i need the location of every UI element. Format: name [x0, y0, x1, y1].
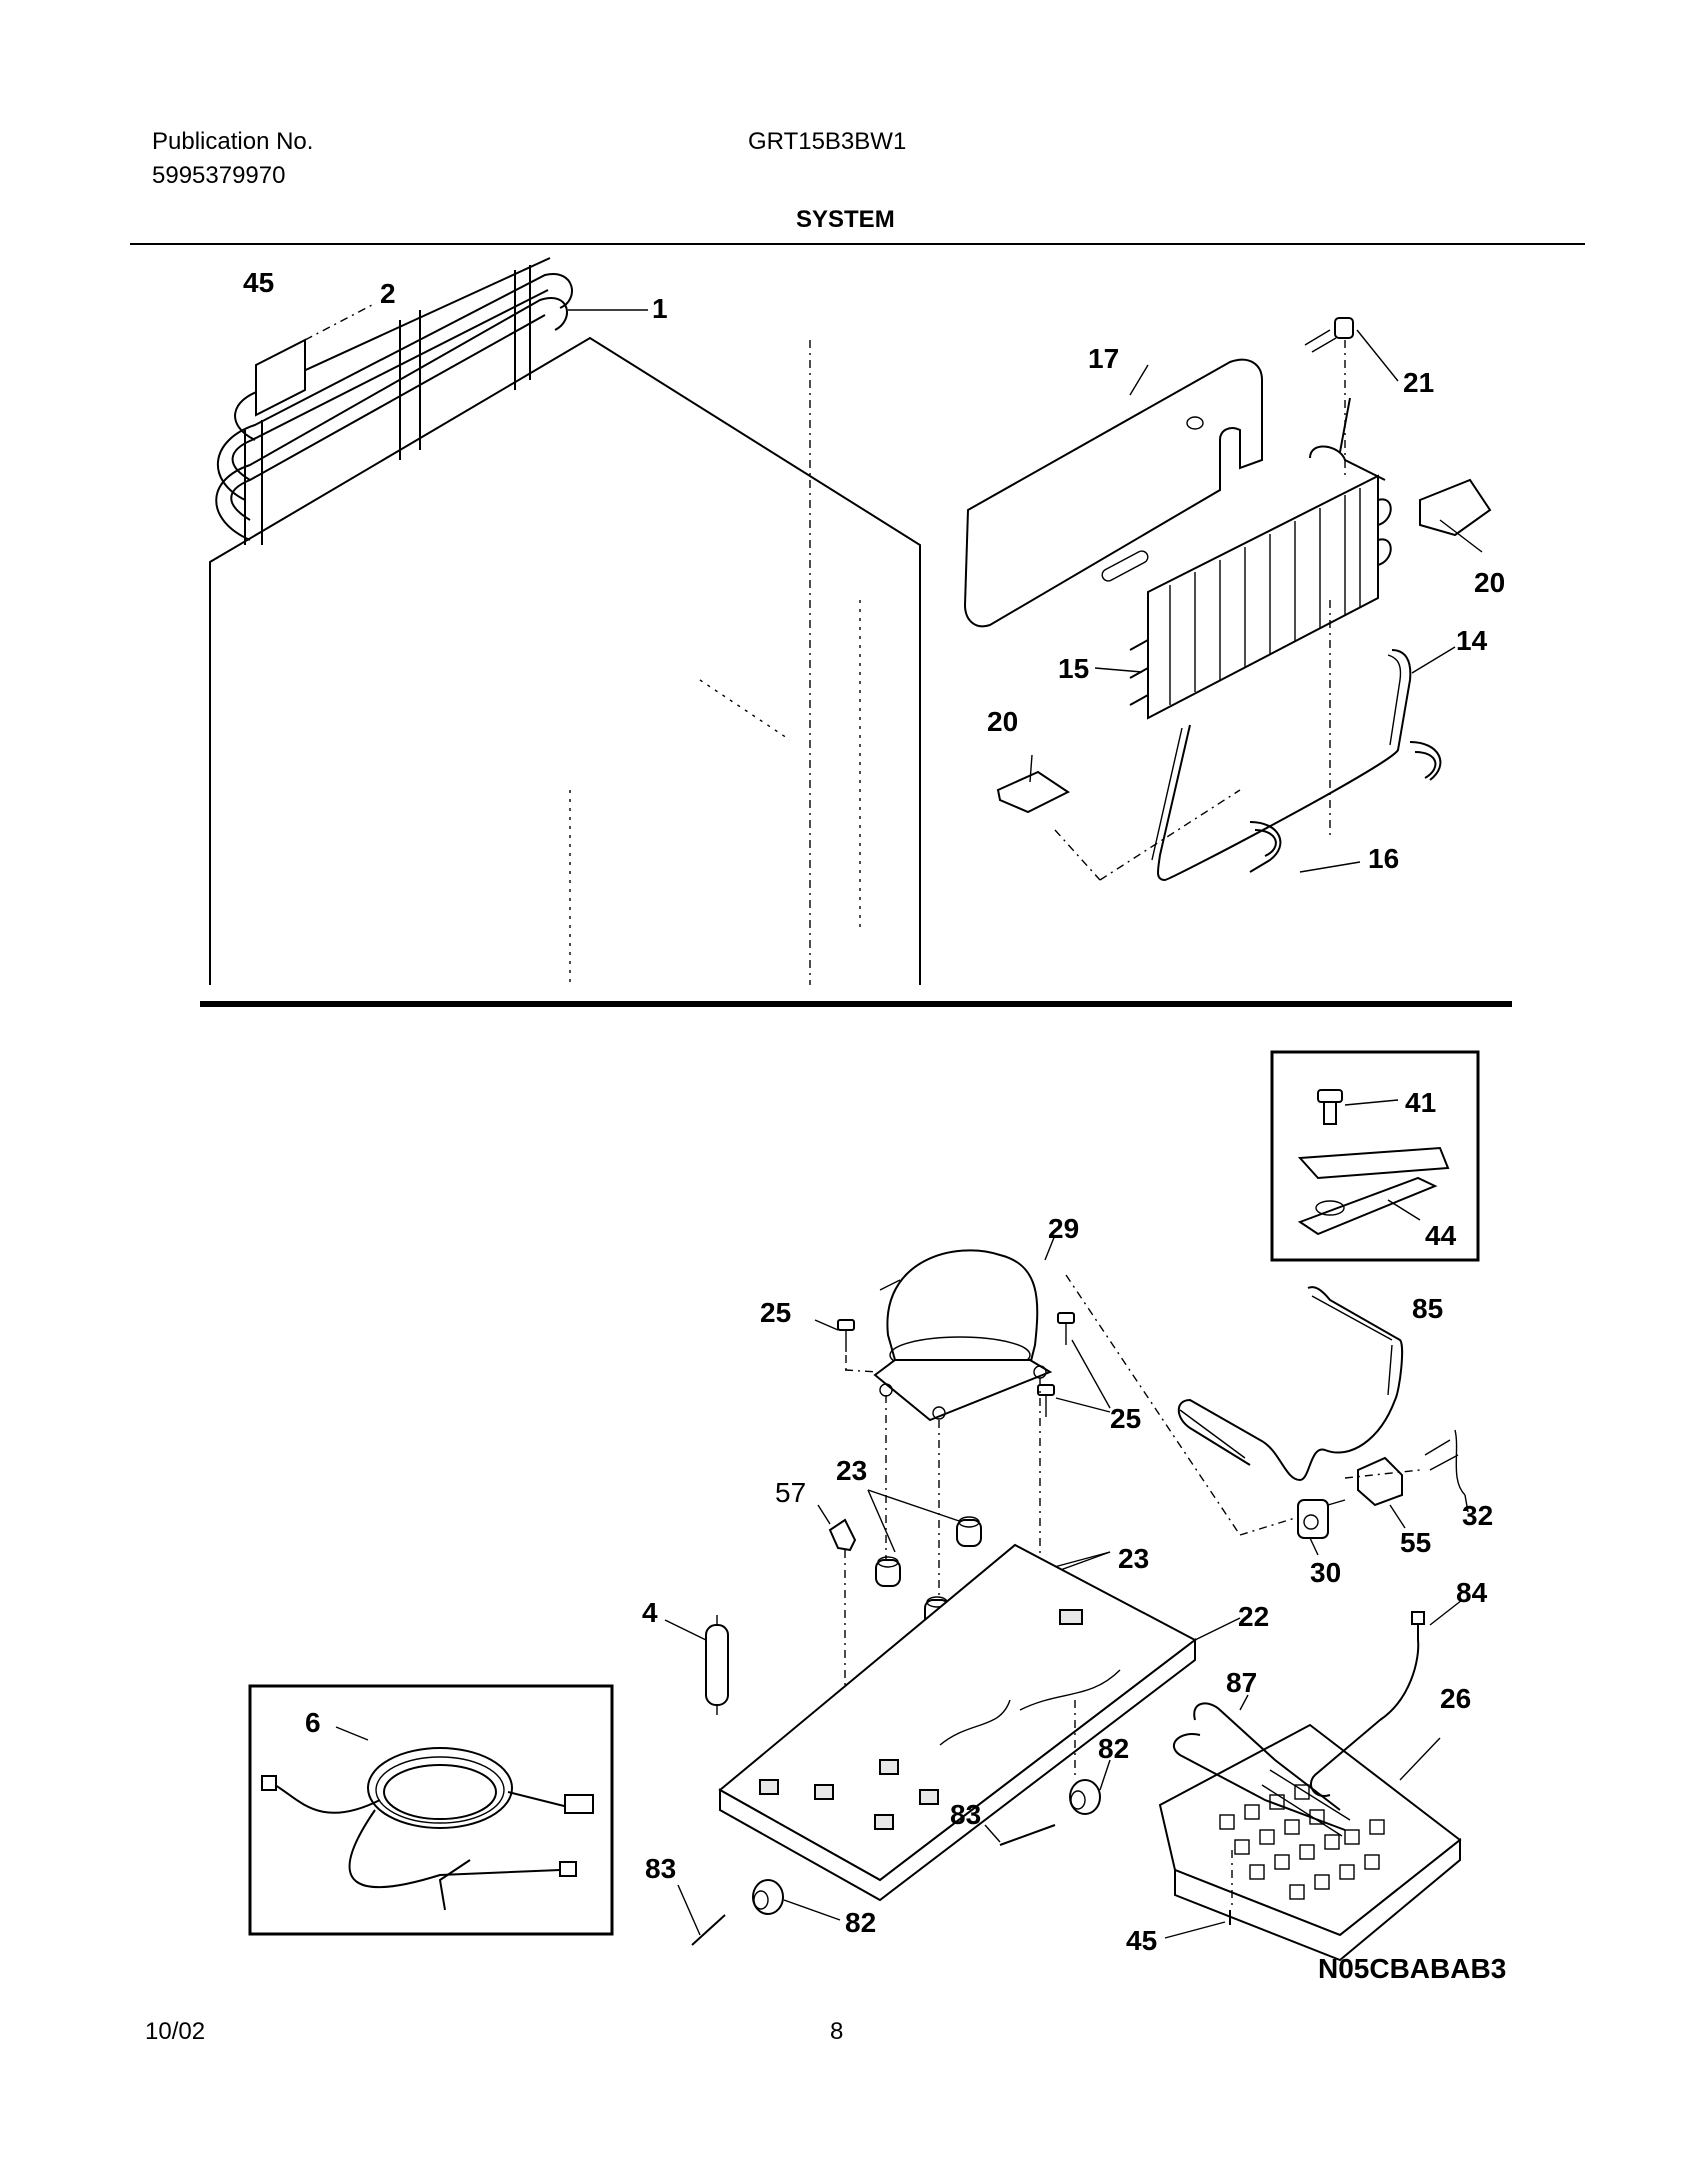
compressor-bolts: [837, 1312, 1075, 1417]
wire-32: [1424, 1429, 1469, 1513]
callout-55: 55: [1400, 1527, 1431, 1558]
leader-lines-top: [1029, 329, 1483, 873]
drain-pan-screw: [1164, 1850, 1233, 1939]
drain-pan: [1158, 1723, 1462, 1962]
callout-82-left: 82: [845, 1907, 876, 1938]
drain-tube-84: [1310, 1599, 1463, 1797]
callout-22: 22: [1238, 1601, 1269, 1632]
callout-30: 30: [1310, 1557, 1341, 1588]
page-number: 8: [830, 2018, 844, 2045]
callout-23-top: 23: [836, 1455, 867, 1486]
callout-20-right: 20: [1474, 567, 1505, 598]
mounting-bracket: [1297, 1146, 1450, 1236]
section-title: SYSTEM: [796, 206, 895, 233]
insulation-pad-right: [1419, 478, 1492, 537]
footer-date: 10/02: [145, 2018, 206, 2045]
callout-26: 26: [1440, 1683, 1471, 1714]
base-screw-right: [984, 1824, 1056, 1846]
leader-lines-compressor: [814, 1234, 1111, 1553]
callout-25-left: 25: [760, 1297, 791, 1328]
heater-clips: [1249, 741, 1442, 873]
thermistor-clip: [1304, 317, 1354, 353]
callout-41: 41: [1405, 1087, 1436, 1118]
callout-32: 32: [1462, 1500, 1493, 1531]
inset-box-power-cord: [248, 1684, 614, 1936]
drier: [664, 1615, 729, 1715]
callout-6: 6: [305, 1707, 321, 1738]
relay-55: [1357, 1456, 1406, 1529]
compressor: [873, 1249, 1053, 1422]
publication-label: Publication No.: [152, 128, 314, 155]
insulation-pad-left: [996, 770, 1070, 814]
callout-20-left: 20: [987, 706, 1018, 737]
callout-83-left: 83: [645, 1853, 676, 1884]
base-foot-left: [752, 1879, 841, 1921]
heater-rod: [1151, 649, 1412, 882]
insulation-pad-top: [255, 338, 306, 417]
evaporator-coil: [1129, 397, 1392, 720]
callout-87: 87: [1226, 1667, 1257, 1698]
callout-labels: 1 2 45 17 21 20 14 15 20 16 41 44 29 25 …: [243, 267, 1505, 1956]
condenser-tube-87: [1172, 1694, 1351, 1837]
callout-14: 14: [1456, 625, 1488, 656]
diagram-code: N05CBABAB3: [1318, 1953, 1507, 1984]
callout-23-right: 23: [1118, 1543, 1149, 1574]
callout-29: 29: [1048, 1213, 1079, 1244]
evaporator-cover: [963, 358, 1263, 628]
callout-15: 15: [1058, 653, 1089, 684]
model-number: GRT15B3BW1: [748, 128, 907, 155]
clip-57: [817, 1504, 857, 1552]
callout-82-right: 82: [1098, 1733, 1129, 1764]
callout-45-bottom: 45: [1126, 1925, 1157, 1956]
condenser-coil: [215, 257, 573, 545]
compressor-base-plate: [718, 1543, 1241, 1902]
cabinet-illustration: [209, 336, 921, 985]
callout-44: 44: [1425, 1220, 1457, 1251]
callout-4: 4: [642, 1597, 658, 1628]
callout-84: 84: [1456, 1577, 1488, 1608]
tube-85: [1177, 1286, 1404, 1482]
callout-57: 57: [775, 1477, 806, 1508]
inset-box-bracket: [1270, 1050, 1480, 1262]
base-screw-left: [677, 1884, 726, 1946]
callout-1: 1: [652, 293, 668, 324]
callout-2: 2: [380, 278, 396, 309]
callout-21: 21: [1403, 367, 1434, 398]
callout-16: 16: [1368, 843, 1399, 874]
publication-number: 5995379970: [152, 162, 286, 189]
callout-25-right: 25: [1110, 1403, 1141, 1434]
callout-83-right: 83: [950, 1799, 981, 1830]
bracket-bolt: [1317, 1089, 1399, 1125]
callout-17: 17: [1088, 343, 1119, 374]
power-cord: [261, 1747, 594, 1911]
overload-protector: [1297, 1499, 1346, 1556]
base-foot-right: [1069, 1759, 1111, 1815]
callout-45-top: 45: [243, 267, 274, 298]
callout-85: 85: [1412, 1293, 1443, 1324]
